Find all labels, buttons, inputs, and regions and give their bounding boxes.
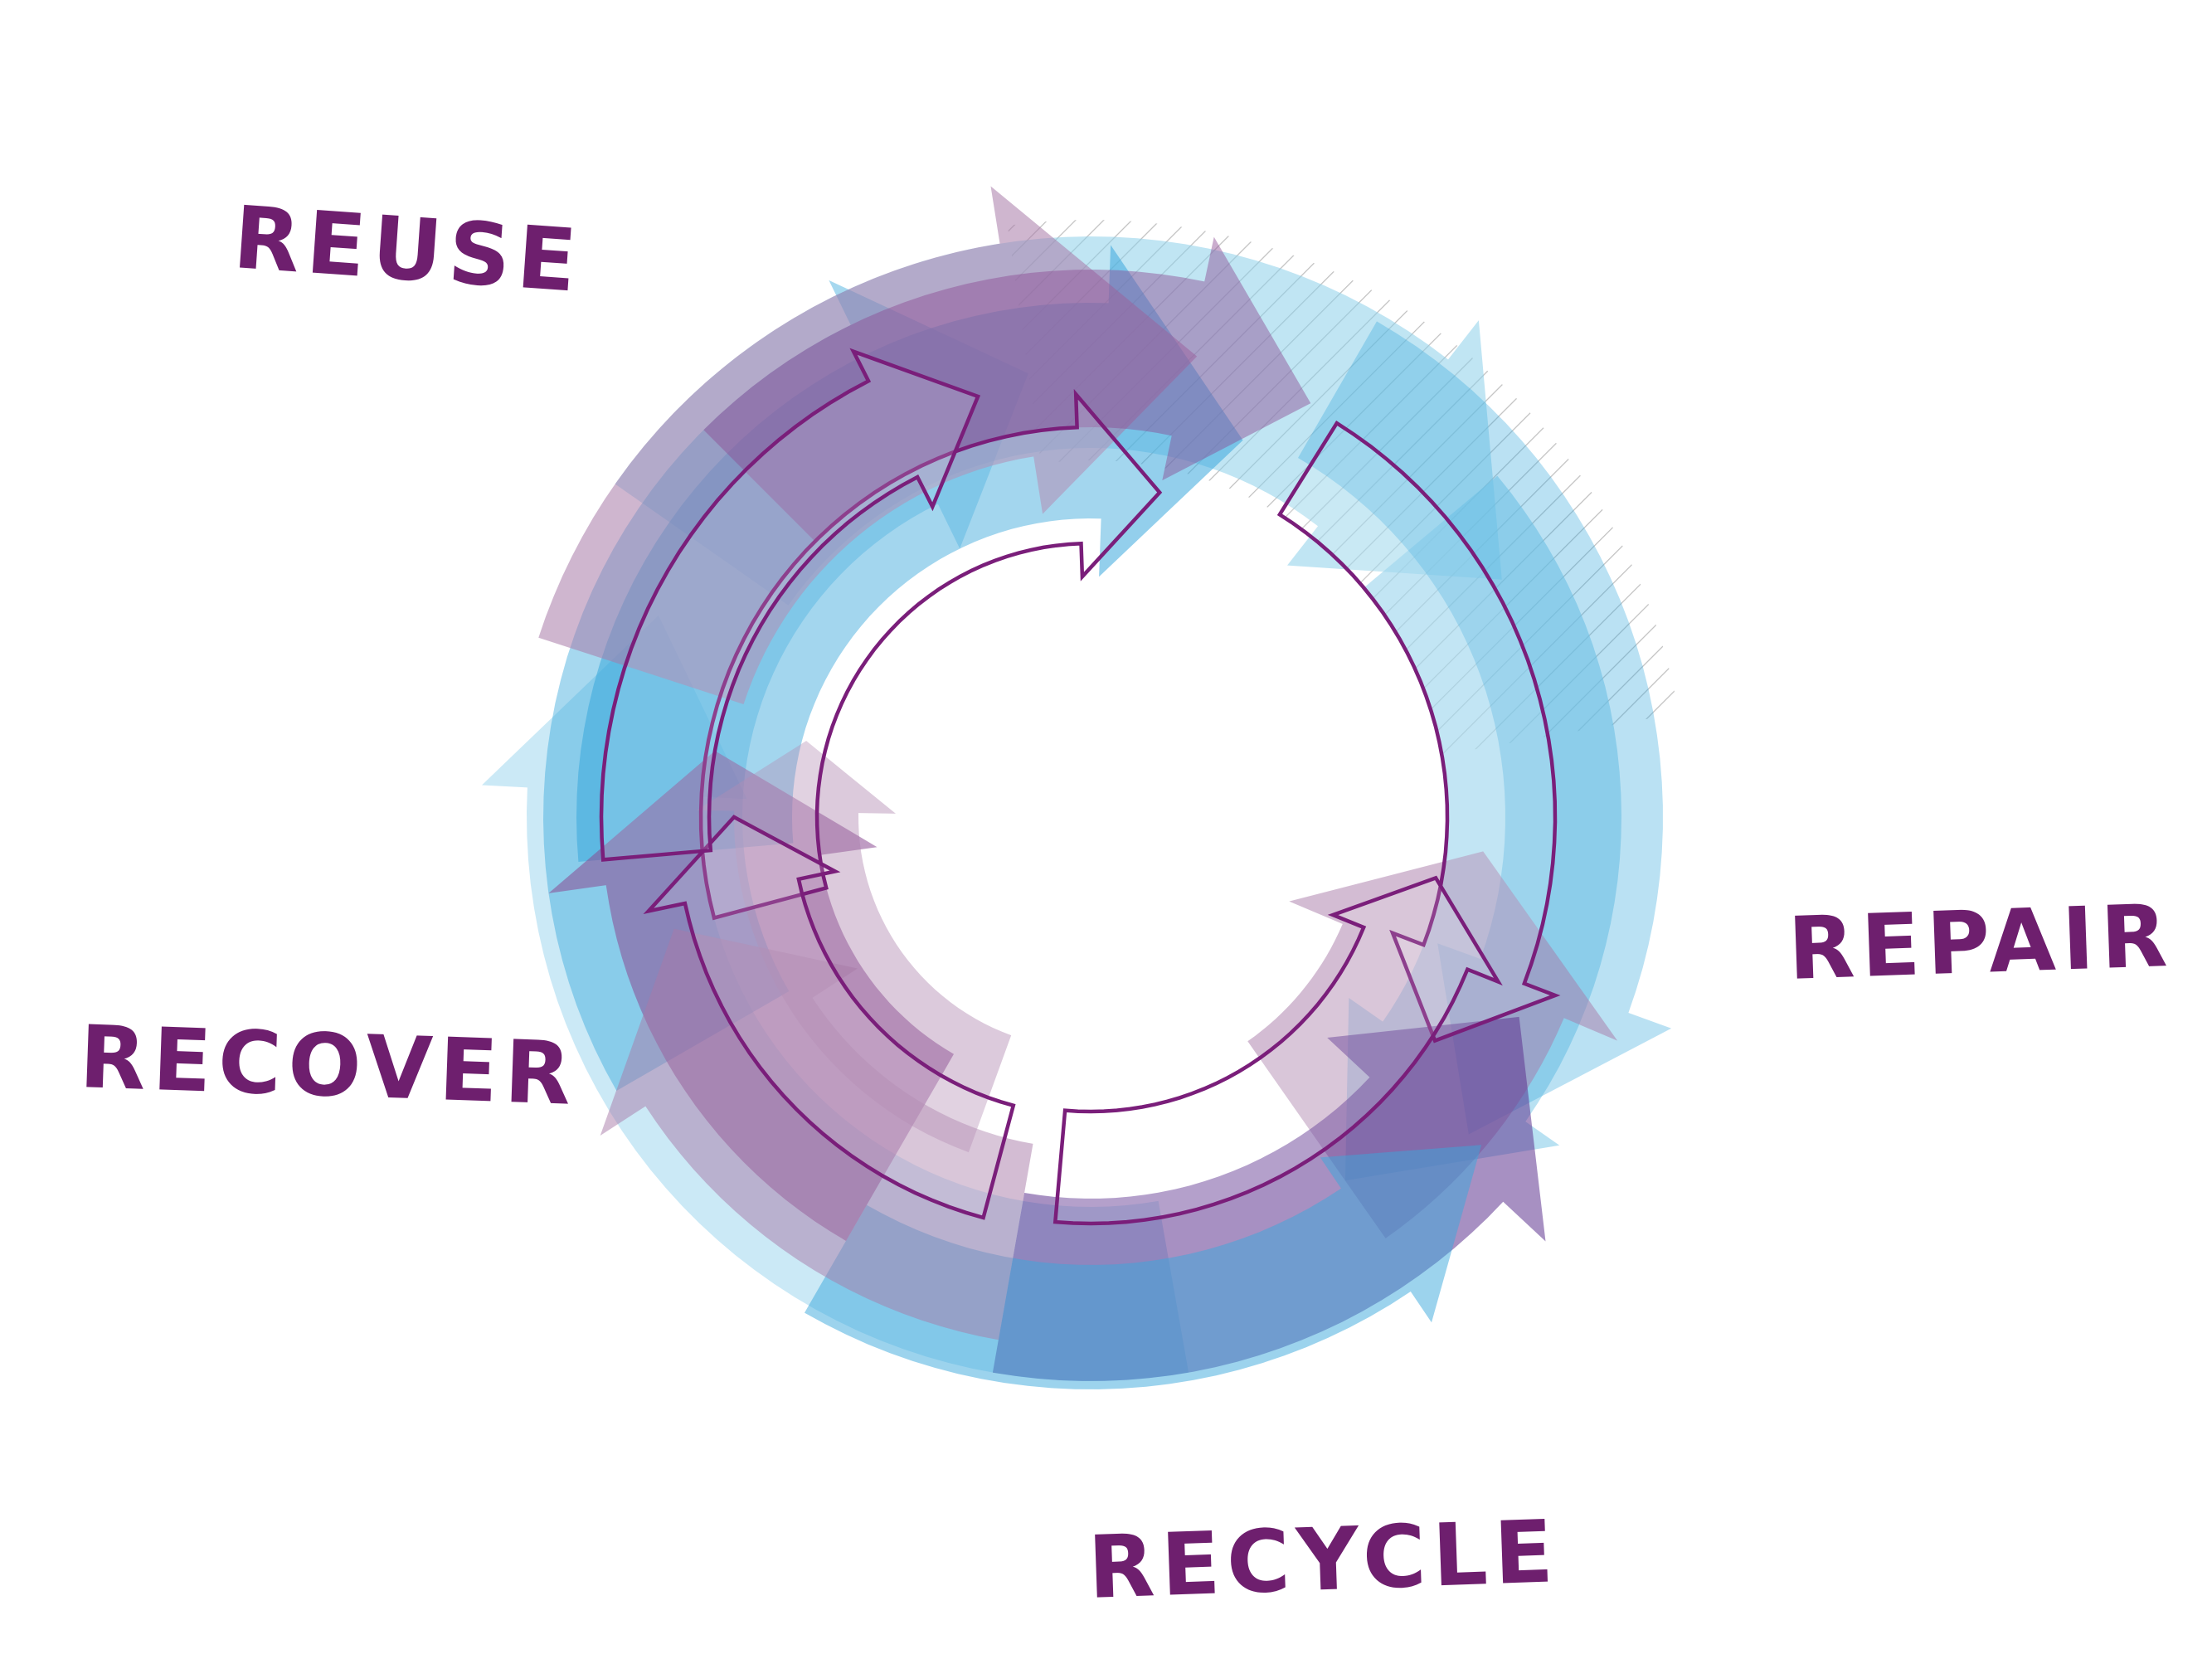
arrow-fill-14	[697, 741, 1012, 1153]
label-recover: RECOVER	[77, 1006, 580, 1125]
arrow-outline-4	[643, 815, 1016, 1220]
arrow-fill-13	[600, 928, 1033, 1340]
arrow-outline-2	[1276, 420, 1561, 1044]
outline-arrows	[599, 348, 1561, 1226]
arrow-outline-1	[698, 388, 1163, 921]
arrow-fill-6	[538, 186, 1198, 704]
arrow-outline-3	[1053, 875, 1503, 1226]
label-reuse: REUSE	[230, 187, 586, 313]
label-recycle: RECYCLE	[1086, 1501, 1562, 1618]
arrow-outline-5	[599, 348, 981, 862]
translucent-arrow-arcs	[482, 186, 1672, 1389]
arrow-fill-8	[1298, 321, 1672, 1135]
arrow-fill-7	[703, 236, 1311, 542]
label-repair: REPAIR	[1786, 884, 2176, 1000]
